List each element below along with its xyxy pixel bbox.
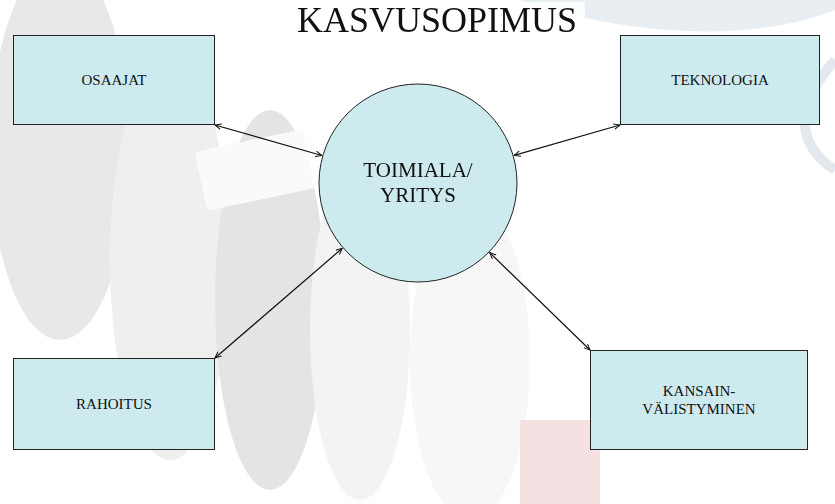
- red-chair: [520, 420, 600, 504]
- center-circle: TOIMIALA/ YRITYS: [318, 83, 518, 283]
- double-arrow: [215, 248, 342, 358]
- node-label: KANSAIN- VÄLISTYMINEN: [629, 382, 769, 418]
- node-label: OSAAJAT: [81, 71, 146, 89]
- factor-box: RAHOITUS: [13, 358, 215, 450]
- factor-box: KANSAIN- VÄLISTYMINEN: [590, 350, 808, 450]
- faded-people: [0, 0, 600, 504]
- double-arrow: [514, 125, 620, 155]
- factor-box: OSAAJAT: [13, 35, 215, 125]
- node-label: TOIMIALA/ YRITYS: [348, 158, 488, 208]
- node-label: RAHOITUS: [76, 395, 152, 413]
- node-label: TEKNOLOGIA: [671, 71, 768, 89]
- factor-box: TEKNOLOGIA: [620, 35, 820, 125]
- diagram-title: KASVUSOPIMUS: [289, 2, 585, 40]
- circle-shape: [319, 84, 517, 282]
- double-arrow: [215, 125, 322, 156]
- double-arrow: [490, 253, 590, 350]
- papers: [195, 129, 315, 211]
